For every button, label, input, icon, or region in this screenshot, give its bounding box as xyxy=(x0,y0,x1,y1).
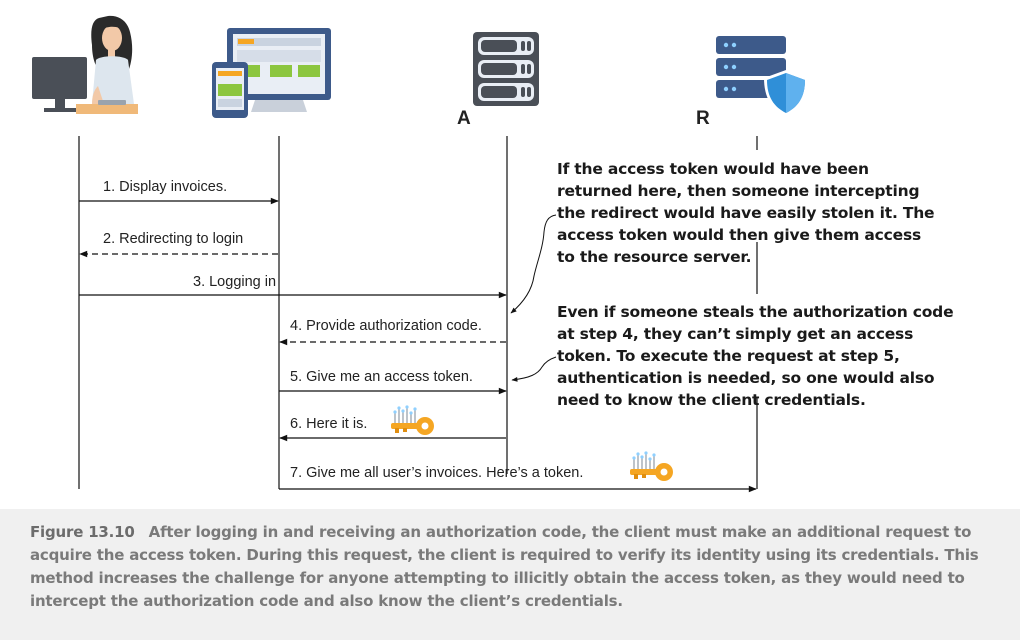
user-at-desk-icon xyxy=(32,15,138,114)
key-icon xyxy=(390,404,435,436)
annotation-note-2: Even if someone steals the authorization… xyxy=(557,303,954,409)
key-icon xyxy=(629,450,674,482)
message-label-4: 4. Provide authorization code. xyxy=(290,318,482,334)
figure-number: Figure 13.10 xyxy=(30,523,135,541)
actor-label-resource-server: R xyxy=(696,108,710,129)
figure-caption-text: After logging in and receiving an author… xyxy=(30,523,979,610)
note-connector-2 xyxy=(511,356,557,382)
message-label-6: 6. Here it is. xyxy=(290,416,367,432)
web-app-devices-icon xyxy=(212,28,331,118)
message-label-3: 3. Logging in xyxy=(193,274,276,290)
note-connector-1 xyxy=(510,214,557,314)
message-label-2: 2. Redirecting to login xyxy=(103,231,243,247)
secure-server-shield-icon xyxy=(716,36,808,117)
server-rack-icon xyxy=(473,32,539,106)
message-label-5: 5. Give me an access token. xyxy=(290,369,473,385)
annotation-note-1: If the access token would have been retu… xyxy=(557,160,935,266)
sequence-diagram: A R 1. Display invoices. 2. Redire xyxy=(32,15,808,493)
message-label-7: 7. Give me all user’s invoices. Here’s a… xyxy=(290,465,583,481)
message-label-1: 1. Display invoices. xyxy=(103,179,227,195)
actor-label-auth-server: A xyxy=(457,108,471,129)
